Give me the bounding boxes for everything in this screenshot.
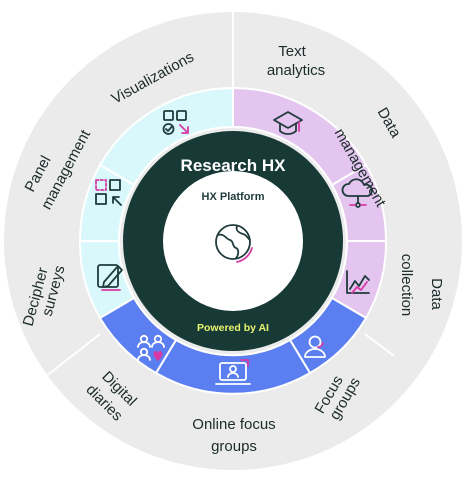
person-icon — [304, 335, 326, 358]
panel-grid-icon — [95, 179, 122, 206]
label-data-collection-line2: collection — [398, 254, 415, 317]
graduation-cap-icon — [273, 111, 303, 135]
survey-edit-icon — [97, 264, 123, 291]
hub-inner-circle — [163, 171, 303, 311]
line-chart-icon — [346, 270, 370, 294]
label-text-analytics-line1: Text — [278, 43, 306, 60]
hub-title: Research HX — [181, 156, 287, 175]
outer-divider-left — [35, 333, 101, 385]
hub-platform: HX Platform — [202, 191, 265, 203]
outer-divider-right — [364, 333, 395, 357]
label-data-collection-line1: Data — [428, 278, 445, 310]
dashboard-check-icon — [162, 110, 189, 135]
hub-powered-by: Powered by AI — [197, 322, 269, 334]
people-heart-icon — [137, 334, 165, 361]
cloud-data-icon — [341, 178, 373, 208]
label-text-analytics-line2: analytics — [267, 62, 325, 79]
label-online-focus-groups-line2: groups — [211, 438, 257, 455]
label-online-focus-groups-line1: Online focus — [192, 416, 275, 433]
laptop-video-icon — [215, 359, 251, 385]
globe-icon — [215, 224, 253, 263]
segment-ring — [78, 86, 388, 395]
